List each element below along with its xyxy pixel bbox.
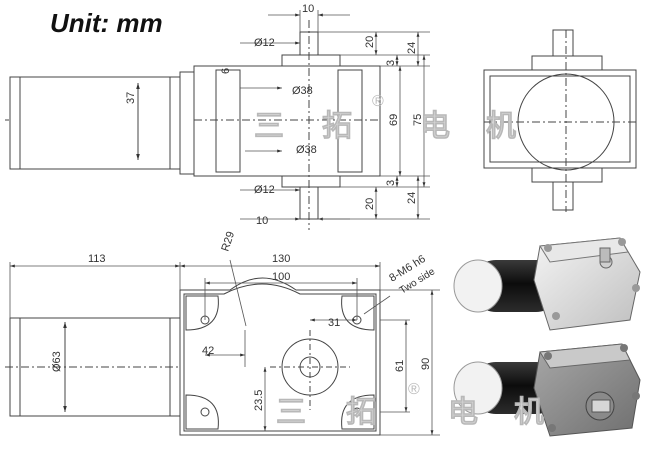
end-shaft-bottom [552,181,574,211]
plan-gearbox-outline [179,277,381,436]
dim-motor-dia: Ø63 [51,351,63,372]
dim-top-3: 3 [385,60,397,66]
dim-offset-42: 42 [202,345,214,357]
dim-shaft-len-top: 20 [364,36,376,48]
dim-height-75: 75 [412,114,424,126]
svg-text:拓: 拓 [322,109,352,144]
dim-length-100: 100 [272,271,290,283]
svg-text:®: ® [408,381,420,398]
dim-length-130: 130 [272,253,290,265]
dim-height-23-5: 23.5 [253,390,265,411]
end-view [483,29,637,212]
dim-shaft-width: 10 [302,3,314,15]
side-view [5,20,381,230]
svg-text:®: ® [372,93,384,110]
dim-top-24: 24 [406,42,418,54]
side-boss-top [281,54,341,67]
svg-text:电: 电 [420,109,450,144]
product-photo-top [453,237,641,331]
dim-shaft-len-bottom: 20 [364,198,376,210]
dim-motor-height: 37 [125,92,137,104]
svg-text:拓: 拓 [346,395,376,430]
side-motor-body [9,76,181,170]
svg-text:机: 机 [486,109,516,144]
side-flange [179,71,195,175]
end-shaft-top [552,29,574,57]
thread-leader [363,295,391,315]
watermark-bottom: 三 拓 电 机 ® [276,381,545,430]
svg-text:三: 三 [276,395,306,430]
svg-text:机: 机 [514,395,544,430]
plan-lug-tr [341,295,375,331]
plan-lug-tl [185,295,219,331]
plan-hole-bl [200,407,210,417]
dim-shaft-dia-bottom: Ø12 [254,184,275,196]
radius-leader [229,259,247,327]
plan-hole-br [352,407,362,417]
plan-lug-bl [185,394,219,430]
dim-small-6: 6 [220,68,232,74]
watermark-top: 三 拓 电 机 ® [254,93,517,144]
dim-shaft-dia-top: Ø12 [254,37,275,49]
dim-boss-dia-bottom: Ø38 [296,144,317,156]
svg-text:电: 电 [448,395,478,430]
dim-offset-31: 31 [328,317,340,329]
dim-height-61: 61 [394,360,406,372]
dim-shaft-width-bottom: 10 [256,215,268,227]
dim-bottom-24: 24 [406,192,418,204]
dim-height-90: 90 [420,358,432,370]
end-boss-top [531,55,603,71]
side-dimension-lines [240,10,430,221]
dim-height-69: 69 [388,114,400,126]
product-photo-bottom [453,343,641,437]
dim-bottom-3: 3 [385,180,397,186]
dim-boss-dia-top: Ø38 [292,85,313,97]
plan-view [5,277,381,436]
unit-label: Unit: mm [50,8,163,38]
side-gearbox [193,65,381,177]
svg-text:三: 三 [254,109,284,144]
plan-dimension-lines [9,259,440,436]
dim-overall-113: 113 [88,253,106,265]
side-boss-bottom [281,175,341,188]
plan-lug-br [341,394,375,430]
dim-radius: R29 [219,230,237,253]
